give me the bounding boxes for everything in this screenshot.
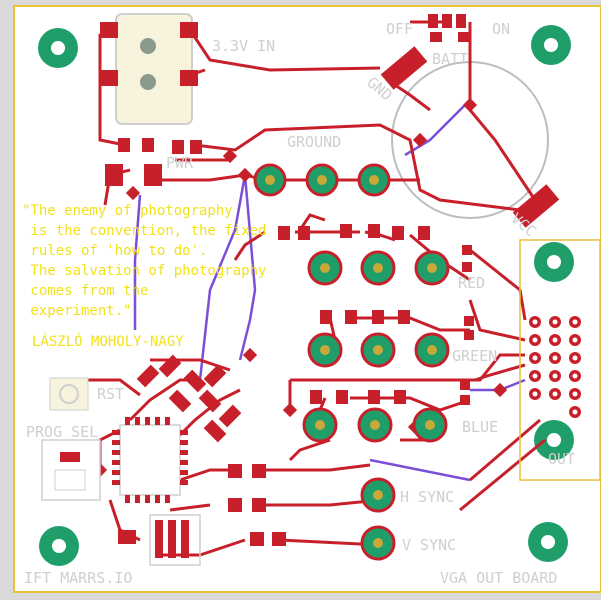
smd-resistors	[100, 14, 470, 546]
quote-line-3: rules of 'how to do'.	[22, 243, 207, 259]
prog-sel-label: PROG SEL	[26, 423, 98, 441]
pwr-label: PWR	[166, 154, 194, 172]
vga-connector-outline	[519, 239, 601, 481]
rgb-pads	[302, 250, 450, 561]
green-label: GREEN	[452, 347, 497, 365]
h-sync-label: H SYNC	[400, 488, 454, 506]
ground-vias	[253, 163, 391, 197]
quote-line-1: "The enemy of photography	[22, 203, 233, 219]
quote-block: "The enemy of photography is the convent…	[22, 203, 266, 350]
mounting-holes	[38, 25, 574, 566]
board-outline	[13, 5, 601, 593]
power-connector-outline	[115, 13, 193, 125]
microcontroller	[112, 417, 188, 503]
quote-line-4: The salvation of photography	[22, 263, 266, 279]
quote-author: LÁSZLÓ MOHOLY-NAGY	[32, 332, 184, 350]
quote-line-2: is the convention, the fixed	[22, 223, 266, 239]
out-label: OUT	[548, 450, 575, 468]
rgb-leds	[460, 245, 474, 405]
quote-line-6: experiment."	[22, 303, 132, 319]
reset-button	[49, 377, 89, 411]
power-in-label: 3.3V IN	[212, 37, 275, 55]
v-sync-label: V SYNC	[402, 536, 456, 554]
blue-label: BLUE	[462, 418, 498, 436]
vcc-pad	[512, 184, 560, 228]
rst-label: RST	[97, 385, 124, 403]
board-name-label: VGA OUT BOARD	[440, 569, 557, 587]
batt-label: BATT	[432, 50, 468, 68]
vga-header-pins	[529, 316, 581, 418]
quote-line-5: comes from the	[22, 283, 148, 299]
on-label: ON	[492, 20, 510, 38]
ground-label: GROUND	[287, 133, 341, 151]
brand-label: IFT MARRS.IO	[24, 569, 132, 587]
board-surface	[14, 6, 601, 592]
gnd-pad	[380, 46, 428, 90]
rotated-components	[136, 354, 242, 443]
red-label: RED	[458, 274, 485, 292]
off-label: OFF	[386, 20, 413, 38]
